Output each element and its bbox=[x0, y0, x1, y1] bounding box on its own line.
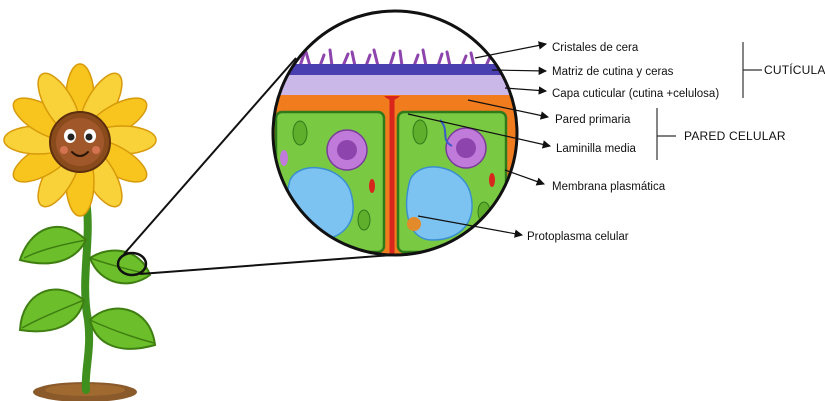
label-laminilla-media: Laminilla media bbox=[556, 143, 637, 155]
primary-wall-layer bbox=[270, 95, 530, 109]
cuticular-layer bbox=[270, 75, 530, 95]
pared-celular-bracket bbox=[657, 108, 676, 160]
group-label-pared-celular: PARED CELULAR bbox=[684, 129, 786, 143]
label-protoplasma-celular: Protoplasma celular bbox=[527, 231, 629, 243]
label-membrana-plasmatica: Membrana plasmática bbox=[552, 181, 666, 193]
label-matriz-cutina: Matriz de cutina y ceras bbox=[552, 66, 674, 78]
cutin-matrix-layer bbox=[270, 64, 530, 75]
label-cristales-de-cera: Cristales de cera bbox=[552, 42, 639, 54]
left-cell bbox=[276, 112, 384, 252]
label-pared-primaria: Pared primaria bbox=[555, 114, 631, 126]
magnified-cell-view bbox=[270, 10, 530, 260]
sunflower-illustration bbox=[4, 64, 156, 401]
stem bbox=[85, 200, 89, 390]
group-label-cuticula: CUTÍCULA bbox=[764, 62, 825, 77]
flower-face bbox=[50, 112, 110, 172]
cuticula-bracket bbox=[743, 42, 762, 98]
label-capa-cuticular: Capa cuticular (cutina +celulosa) bbox=[552, 88, 719, 100]
